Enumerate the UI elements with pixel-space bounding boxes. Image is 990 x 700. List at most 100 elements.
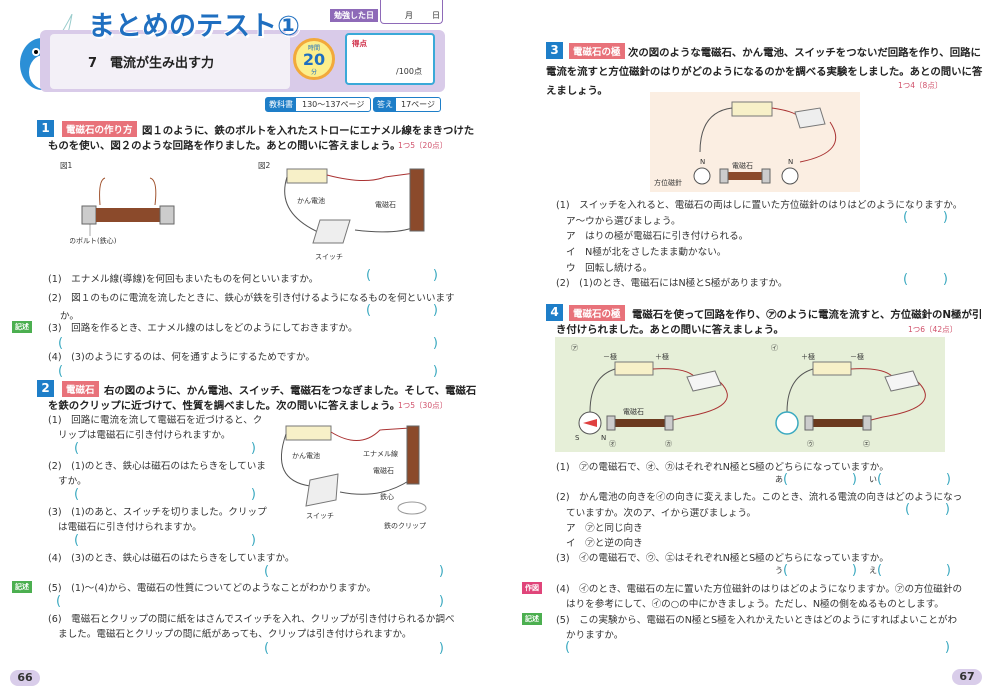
q3-n-left: N [700, 158, 705, 166]
q4-points: 1つ6〔42点〕 [908, 325, 958, 334]
q2-item-2b: すか。 [58, 476, 87, 487]
q4-mark-u: ㋒ [807, 440, 814, 448]
q4-draw-compass-circle [775, 411, 799, 435]
q3-answer-2[interactable]: () [903, 272, 948, 287]
q4-sakuzu-badge: 作図 [522, 582, 542, 594]
q3-answer-1[interactable]: () [903, 210, 948, 225]
q2-core-label: 鉄心 [380, 492, 394, 501]
paren: ( [783, 472, 789, 487]
q4-item-2a: (2) かん電池の向きを㋑の向きに変えました。このとき、流れる電流の向きはどのよ… [556, 492, 963, 503]
month-label: 月 [405, 11, 413, 20]
q4-fig-b-plus: ＋極 [801, 352, 815, 361]
q2-kijutsu-badge: 記述 [12, 581, 32, 593]
q2-switch-label: スイッチ [306, 512, 334, 520]
q3-item-1b: ア〜ウから選びましょう。 [566, 216, 681, 227]
q1-answer-1[interactable]: () [366, 268, 438, 283]
paren: ( [877, 563, 883, 578]
textbook-label: 教科書 [266, 98, 296, 111]
paren: ( [877, 472, 883, 487]
q1-item-1: (1) エナメル線(導線)を何回もまいたものを何といいますか。 [48, 274, 319, 285]
paren: ) [942, 210, 948, 225]
textbook-pages: 130〜137ページ [302, 100, 365, 109]
q4-fig-a-label: ㋐ [571, 344, 578, 352]
q1-answer-4[interactable]: () [58, 364, 438, 379]
q4-text-line1: 電磁石を使って回路を作り、㋐のように電流を流すと、方位磁針のN極が引 [632, 309, 983, 321]
page-number-right: 67 [952, 669, 982, 685]
q2-magnet-label: 電磁石 [373, 466, 394, 475]
q3-text-line2: 電流を流すと方位磁針のはりがどのようになるのかを調べる実験をしました。あとの問い… [546, 66, 983, 78]
ans-label-i: い [869, 475, 877, 484]
q4-item-5b: かりますか。 [566, 630, 624, 641]
q3-choice-i: イ N極が北をさしたまま動かない。 [566, 247, 727, 258]
q4-mark-i: ㋕ [665, 440, 672, 448]
q4-number: 4 [546, 304, 563, 321]
q4-kijutsu-badge: 記述 [522, 613, 542, 625]
q4-s-label: S [575, 434, 580, 442]
paren: ( [366, 303, 372, 318]
timer-unit: 分 [310, 69, 317, 76]
q2-battery-label: かん電池 [292, 451, 320, 460]
q2-answer-4[interactable]: () [264, 564, 444, 579]
bolt-label: 鉄のボルト(鉄心) [70, 236, 117, 245]
q1-tag: 電磁石の作り方 [62, 121, 137, 137]
q2-answer-5[interactable]: () [56, 594, 444, 609]
q4-answer-3b[interactable]: () [877, 563, 951, 578]
paren: ( [74, 487, 80, 502]
timer-value: 20 [302, 50, 326, 69]
q4-fig-b: ㋑ ＋極 －極 ㋒ ㋓ [771, 344, 926, 448]
ans-label-e: え [869, 566, 877, 575]
q4-answer-3-row: う () え () [775, 563, 951, 581]
q4-answer-3a[interactable]: () [783, 563, 857, 578]
paren: ( [264, 641, 270, 656]
fig1-label: 図1 [60, 161, 73, 170]
q4-answer-1-row: あ () い () [775, 472, 951, 490]
q3-item-2: (2) (1)のとき、電磁石にはN極とS極がありますか。 [556, 278, 788, 289]
paren: ) [250, 487, 256, 502]
q2-item-5: (5) (1)〜(4)から、電磁石の性質についてどのようなことがわかりますか。 [48, 583, 377, 594]
paren: ) [945, 563, 951, 578]
paren: ( [56, 594, 62, 609]
q3-n-right: N [788, 158, 793, 166]
q3-item-1a: (1) スイッチを入れると、電磁石の両はしに置いた方位磁針のはりはどのようになり… [556, 200, 963, 211]
q4-answer-2[interactable]: () [905, 502, 950, 517]
paren: ) [851, 472, 857, 487]
q4-fig-a-minus: －極 [603, 352, 617, 361]
q2-answer-1[interactable]: () [74, 441, 256, 456]
q2-tag: 電磁石 [62, 381, 99, 397]
q4-choice-i: イ ㋐と逆の向き [566, 538, 643, 549]
q4-answer-1a[interactable]: () [783, 472, 857, 487]
q2-answer-3[interactable]: () [74, 533, 256, 548]
paren: ) [438, 564, 444, 579]
timer-icon: 時間 20 分 [293, 38, 335, 80]
paren: ( [74, 533, 80, 548]
q1-answer-2[interactable]: () [366, 303, 438, 318]
q1-answer-3[interactable]: () [58, 336, 438, 351]
q2-item-6a: (6) 電磁石とクリップの間に紙をはさんでスイッチを入れ、クリップが引き付けられ… [48, 614, 455, 625]
q3-choice-a: ア はりの極が電磁石に引き付けられる。 [566, 231, 749, 242]
paren: ) [942, 272, 948, 287]
paren: ( [903, 272, 909, 287]
q2-wire-label: エナメル線 [363, 449, 398, 458]
score-total: /100点 [396, 67, 422, 76]
q1-item-4: (4) (3)のようにするのは、何を通すようにするためですか。 [48, 352, 316, 363]
day-label: 日 [432, 11, 440, 20]
q1-item-2b: か。 [60, 311, 79, 322]
q1-points: 1つ5〔20点〕 [398, 141, 448, 150]
q4-answer-5[interactable]: () [565, 640, 950, 655]
q2-text-line2: を鉄のクリップに近づけて、性質を調べました。次の問いに答えましょう。 [48, 400, 401, 412]
q4-answer-1b[interactable]: () [877, 472, 951, 487]
q2-item-4: (4) (3)のとき、鉄心は磁石のはたらきをしていますか。 [48, 553, 295, 564]
q2-answer-6[interactable]: () [264, 641, 444, 656]
fig1-electromagnet-diagram: 鉄のボルト(鉄心) [70, 177, 175, 245]
q4-fig-b-minus: －極 [850, 352, 864, 361]
timer-label: 時間 [307, 45, 320, 52]
q1-kijutsu-badge: 記述 [12, 321, 32, 333]
study-date-box[interactable] [380, 0, 443, 24]
unit-title: 7 電流が生み出す力 [88, 56, 215, 71]
q3-magnet-label: 電磁石 [732, 161, 753, 170]
paren: ) [432, 268, 438, 283]
q3-text-line1: 次の図のような電磁石、かん電池、スイッチをつないだ回路を作り、回路に [628, 47, 981, 59]
paren: ( [565, 640, 571, 655]
q2-answer-2[interactable]: () [74, 487, 256, 502]
q4-fig-b-label: ㋑ [771, 344, 778, 352]
